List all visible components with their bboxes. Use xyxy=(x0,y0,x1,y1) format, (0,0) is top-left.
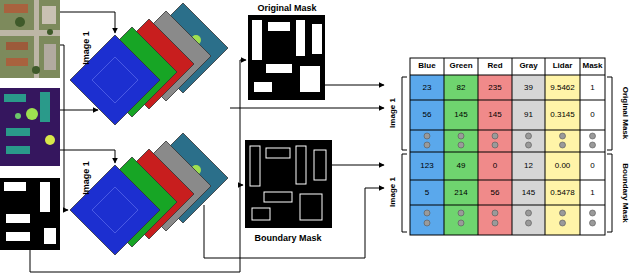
row-group-label: Image 1 xyxy=(389,177,397,207)
table-cell: 56 xyxy=(491,189,500,197)
stack-label: Image 1 xyxy=(82,161,91,195)
table-header: Red xyxy=(487,62,502,70)
table-header: Gray xyxy=(519,62,537,70)
table-header: Lidar xyxy=(553,62,573,70)
original-mask-image xyxy=(248,15,325,100)
table-cell: 235 xyxy=(488,84,501,92)
table-header: Green xyxy=(449,62,472,70)
table xyxy=(410,58,605,235)
table-header: Mask xyxy=(582,62,602,70)
table-cell: 214 xyxy=(454,189,467,197)
table-cell: 1 xyxy=(590,189,594,197)
table-cell: 49 xyxy=(457,162,466,170)
stack-label: Image 1 xyxy=(82,31,91,65)
table-cell: 0.00 xyxy=(555,162,571,170)
table-cell: 0.5478 xyxy=(550,189,574,197)
table-cell: 91 xyxy=(524,111,533,119)
aerial-photo xyxy=(0,0,60,78)
table-cell: 5 xyxy=(425,189,429,197)
row-group-label: Original Mask xyxy=(621,87,629,139)
table-cell: 9.5462 xyxy=(550,84,574,92)
bracket xyxy=(402,77,612,232)
table-cell: 145 xyxy=(488,111,501,119)
table-cell: 1 xyxy=(590,84,594,92)
table-cell: 0 xyxy=(590,111,594,119)
table-cell: 0 xyxy=(590,162,594,170)
channel-stack xyxy=(70,3,228,125)
table-cell: 0.3145 xyxy=(550,111,574,119)
table-header: Blue xyxy=(418,62,435,70)
mask-title: Original Mask xyxy=(257,4,316,13)
table-cell: 123 xyxy=(420,162,433,170)
row-group-label: Image 1 xyxy=(389,98,397,128)
table-cell: 145 xyxy=(522,189,535,197)
table-cell: 145 xyxy=(454,111,467,119)
table-cell: 82 xyxy=(457,84,466,92)
table-cell: 23 xyxy=(423,84,432,92)
lidar-image xyxy=(0,88,60,166)
mask-image xyxy=(0,178,60,250)
table-cell: 12 xyxy=(524,162,533,170)
mask-title: Boundary Mask xyxy=(254,234,321,243)
flow-arrow xyxy=(30,12,384,272)
table-cell: 39 xyxy=(524,84,533,92)
table-cell: 56 xyxy=(423,111,432,119)
row-group-label: Boundary Mask xyxy=(621,163,629,223)
boundary-mask-image xyxy=(245,140,332,228)
table-cell: 0 xyxy=(493,162,497,170)
